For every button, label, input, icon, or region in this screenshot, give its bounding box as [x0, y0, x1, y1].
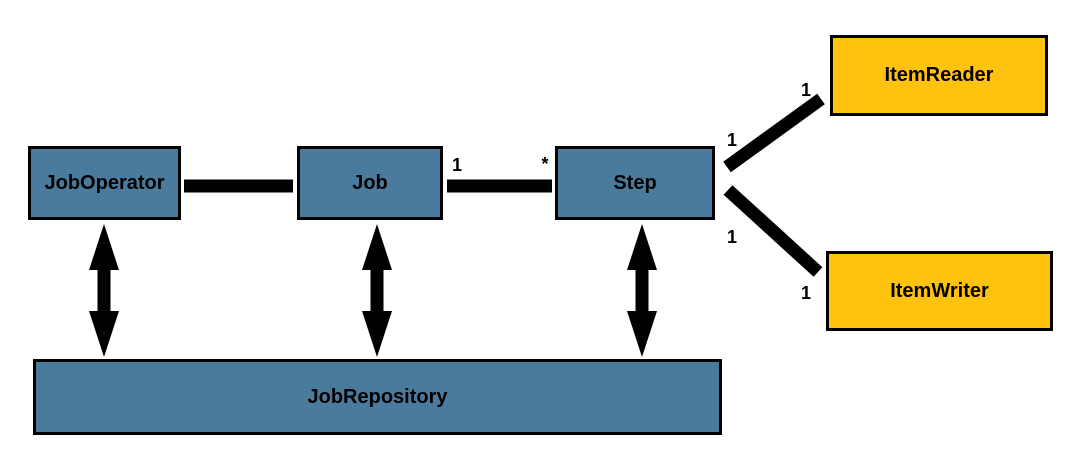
node-joboperator: JobOperator: [28, 146, 181, 220]
connector-joboperator-jobrepository: [89, 224, 119, 357]
connector-job-jobrepository: [362, 224, 392, 357]
connector-step-itemwriter: [723, 185, 823, 277]
node-job-label: Job: [352, 171, 388, 194]
multiplicity-step-to-writer-target: 1: [800, 283, 812, 303]
multiplicity-step-to-reader-source: 1: [726, 130, 738, 150]
multiplicity-step-to-writer-source: 1: [726, 227, 738, 247]
node-itemwriter-label: ItemWriter: [890, 279, 989, 302]
multiplicity-job-to-step-target: *: [541, 154, 549, 174]
node-itemreader-label: ItemReader: [884, 64, 994, 86]
node-step: Step: [555, 146, 715, 220]
node-job: Job: [297, 146, 443, 220]
connector-step-jobrepository: [627, 224, 657, 357]
node-step-label: Step: [613, 171, 657, 194]
node-itemreader: ItemReader: [830, 35, 1048, 116]
connector-step-itemreader: [723, 93, 825, 173]
multiplicity-step-to-reader-target: 1: [800, 80, 812, 100]
node-joboperator-label: JobOperator: [44, 171, 165, 194]
node-jobrepository: JobRepository: [33, 359, 722, 435]
node-jobrepository-label: JobRepository: [307, 385, 448, 408]
node-itemwriter: ItemWriter: [826, 251, 1053, 331]
multiplicity-job-to-step-source: 1: [451, 155, 463, 175]
